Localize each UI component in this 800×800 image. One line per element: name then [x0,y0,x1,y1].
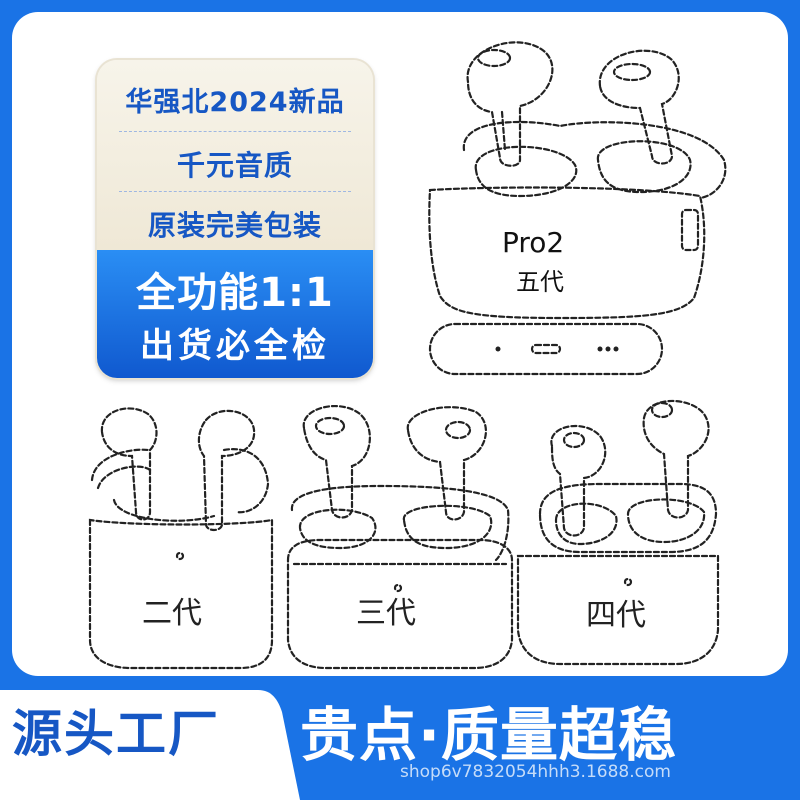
shop-watermark: shop6v7832054hhh3.1688.com [400,762,671,782]
gen4-label: 四代 [586,598,646,633]
badge-divider [119,131,351,132]
pro2-model-label: Pro2 [502,226,565,259]
gen2-label: 二代 [142,596,202,631]
badge-blue-panel: 全功能1:1 出货必全检 [97,250,373,378]
badge-headline: 全功能1:1 [136,270,334,316]
pro2-illustration [428,41,727,376]
gen4-illustration [516,399,720,666]
promo-badge: 华强北2024新品 千元音质 原装完美包装 全功能1:1 出货必全检 [97,60,373,378]
gen3-label: 三代 [356,596,416,631]
badge-subline: 出货必全检 [140,326,330,366]
gen2-illustration [88,407,274,670]
badge-packaging-text: 原装完美包装 [147,209,322,242]
badge-cream-panel: 华强北2024新品 千元音质 原装完美包装 [97,60,373,250]
source-factory-text: 源头工厂 [12,705,220,763]
badge-new-product-text: 华强北2024新品 [125,87,345,118]
gen3-illustration [286,405,514,670]
badge-divider [119,191,351,192]
slogan-text: 贵点·质量超稳 [300,701,678,769]
badge-sound-quality-text: 千元音质 [176,149,293,182]
pro2-generation-label: 五代 [516,268,564,296]
